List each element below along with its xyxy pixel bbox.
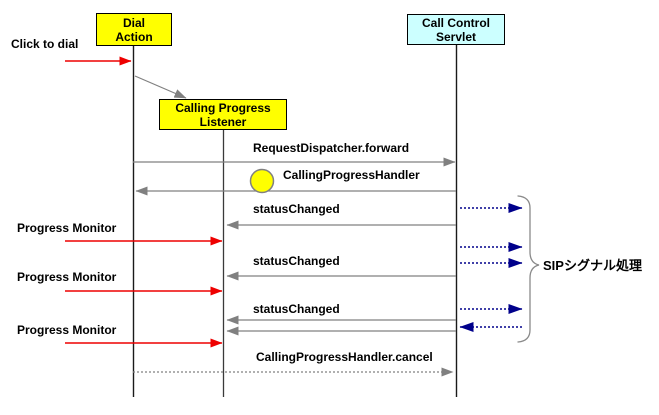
calling-progress-handler-cancel-label: CallingProgressHandler.cancel [256,350,433,364]
status-changed-label-3: statusChanged [253,302,340,316]
handler-object-circle-icon [249,168,275,194]
progress-monitor-label-3: Progress Monitor [17,323,117,337]
create-listener-arrow [134,75,187,99]
click-to-dial-label: Click to dial [11,37,79,51]
progress-monitor-label-1: Progress Monitor [17,221,117,235]
actor-label-calling-progress-listener: Calling Progress Listener [175,100,271,129]
status-changed-label-1: statusChanged [253,202,340,216]
sip-group-brace [517,195,540,343]
actor-label-call-control-servlet: Call Control Servlet [422,15,490,44]
actor-label-dial-action: Dial Action [115,15,153,44]
sip-signal-processing-label: SIPシグナル処理 [543,258,642,273]
status-changed-label-2: statusChanged [253,254,340,268]
request-dispatcher-forward-label: RequestDispatcher.forward [253,141,410,155]
actor-box-calling-progress-listener: Calling Progress Listener [159,99,287,130]
actor-box-dial-action: Dial Action [96,13,172,46]
actor-box-call-control-servlet: Call Control Servlet [407,14,505,45]
calling-progress-handler-label: CallingProgressHandler [283,168,420,182]
progress-monitor-label-2: Progress Monitor [17,270,117,284]
